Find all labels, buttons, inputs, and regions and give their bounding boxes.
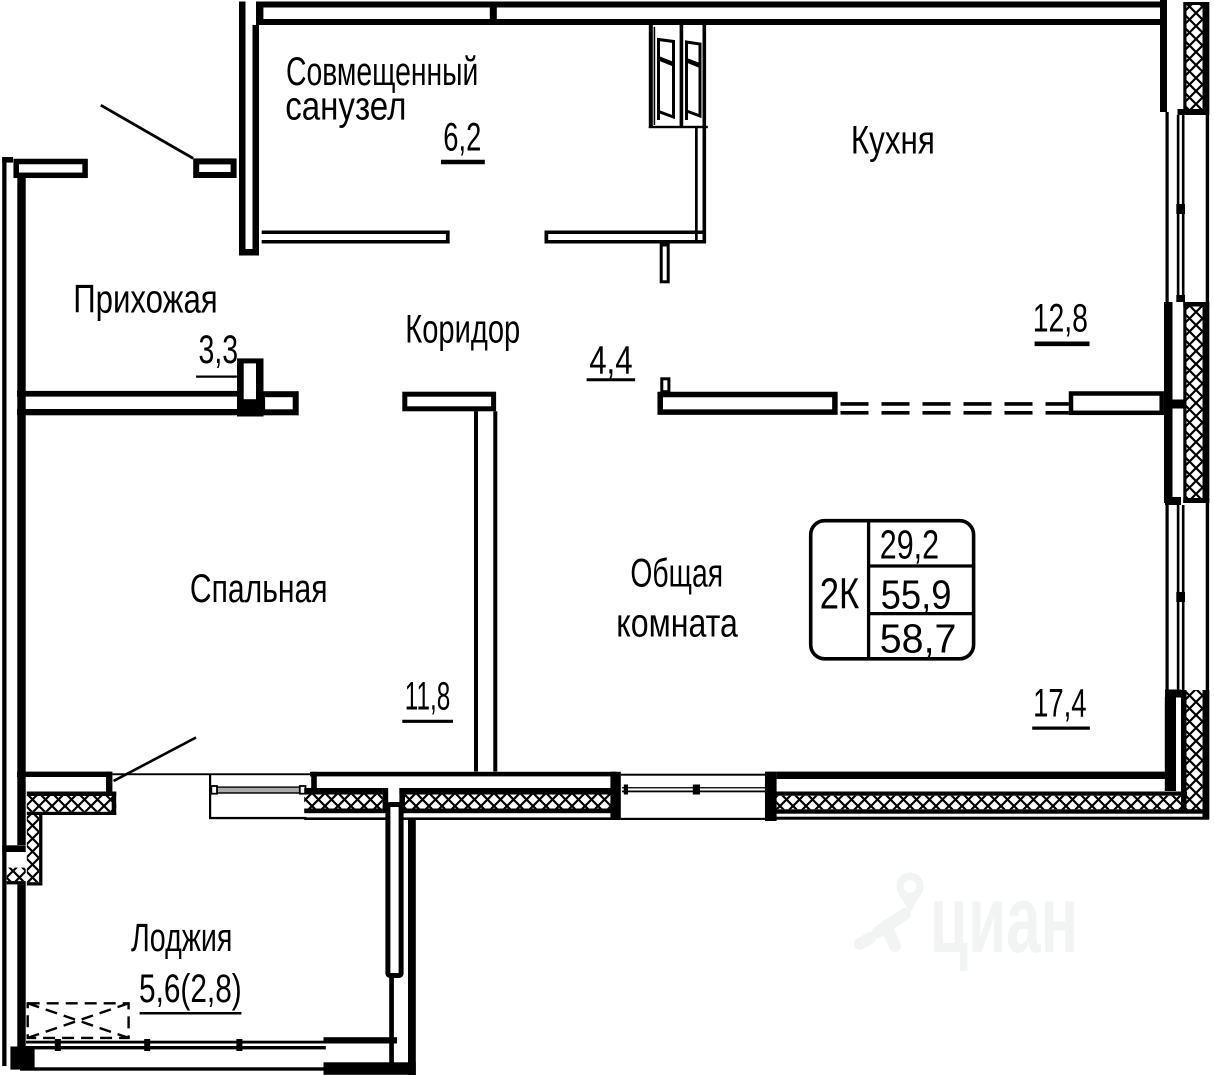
svg-text:58,7: 58,7: [880, 616, 957, 662]
svg-text:Коридор: Коридор: [405, 308, 520, 352]
svg-text:11,8: 11,8: [405, 675, 450, 719]
svg-text:5,6(2,8): 5,6(2,8): [139, 967, 242, 1011]
svg-text:Кухня: Кухня: [851, 118, 935, 162]
svg-text:комната: комната: [616, 601, 738, 645]
svg-text:Лоджия: Лоджия: [131, 916, 232, 960]
svg-text:3,3: 3,3: [199, 328, 239, 372]
svg-text:6,2: 6,2: [443, 115, 481, 159]
svg-text:12,8: 12,8: [1033, 296, 1088, 340]
svg-text:санузел: санузел: [285, 85, 406, 129]
svg-text:Совмещенный: Совмещенный: [286, 50, 478, 94]
svg-text:55,9: 55,9: [881, 572, 952, 618]
svg-text:4,4: 4,4: [589, 339, 632, 383]
svg-text:29,2: 29,2: [880, 522, 939, 568]
svg-text:Общая: Общая: [630, 552, 723, 596]
svg-text:циан: циан: [930, 866, 1078, 973]
svg-text:Прихожая: Прихожая: [73, 278, 218, 322]
svg-text:Спальная: Спальная: [190, 567, 328, 611]
svg-text:2К: 2К: [820, 570, 860, 619]
svg-text:17,4: 17,4: [1033, 681, 1087, 725]
